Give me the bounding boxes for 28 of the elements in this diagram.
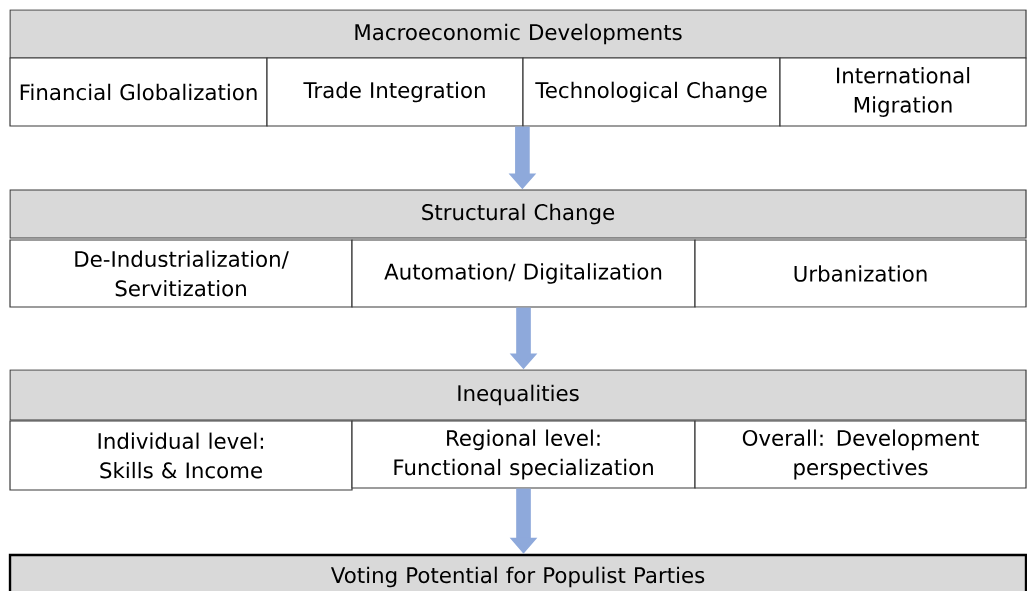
category-box — [779, 57, 1027, 127]
box-label: Urbanization — [794, 265, 927, 282]
category-box — [9, 420, 353, 491]
category-box — [9, 239, 353, 308]
category-box — [351, 420, 696, 489]
category-box — [694, 420, 1027, 489]
category-box — [9, 57, 268, 127]
box-label: Regional level: Functional specialization — [394, 429, 653, 480]
category-box — [694, 239, 1027, 308]
box-label: Individual level: Skills & Income — [98, 432, 263, 479]
heading-band — [9, 189, 1027, 239]
box-label: International Migration — [837, 67, 970, 117]
box-label: Financial Globalization — [20, 83, 257, 101]
box-label: Macroeconomic Developments — [355, 23, 682, 45]
box-label: De-Industrialization/ Servitization — [75, 250, 289, 297]
box-label: Overall: Development perspectives — [742, 429, 979, 480]
box-label: Technological Change — [535, 81, 767, 103]
box-label: Structural Change — [422, 203, 615, 225]
box-label: Automation/ Digitalization — [384, 263, 662, 284]
category-box — [522, 57, 781, 127]
heading-band — [9, 9, 1027, 59]
category-box — [266, 57, 524, 127]
heading-band — [9, 369, 1027, 421]
box-label: Inequalities — [458, 384, 579, 406]
box-label: Voting Potential for Populist Parties — [330, 566, 705, 588]
category-box — [351, 239, 696, 308]
outcome-box — [8, 553, 1027, 591]
box-label: Trade Integration — [303, 81, 485, 103]
